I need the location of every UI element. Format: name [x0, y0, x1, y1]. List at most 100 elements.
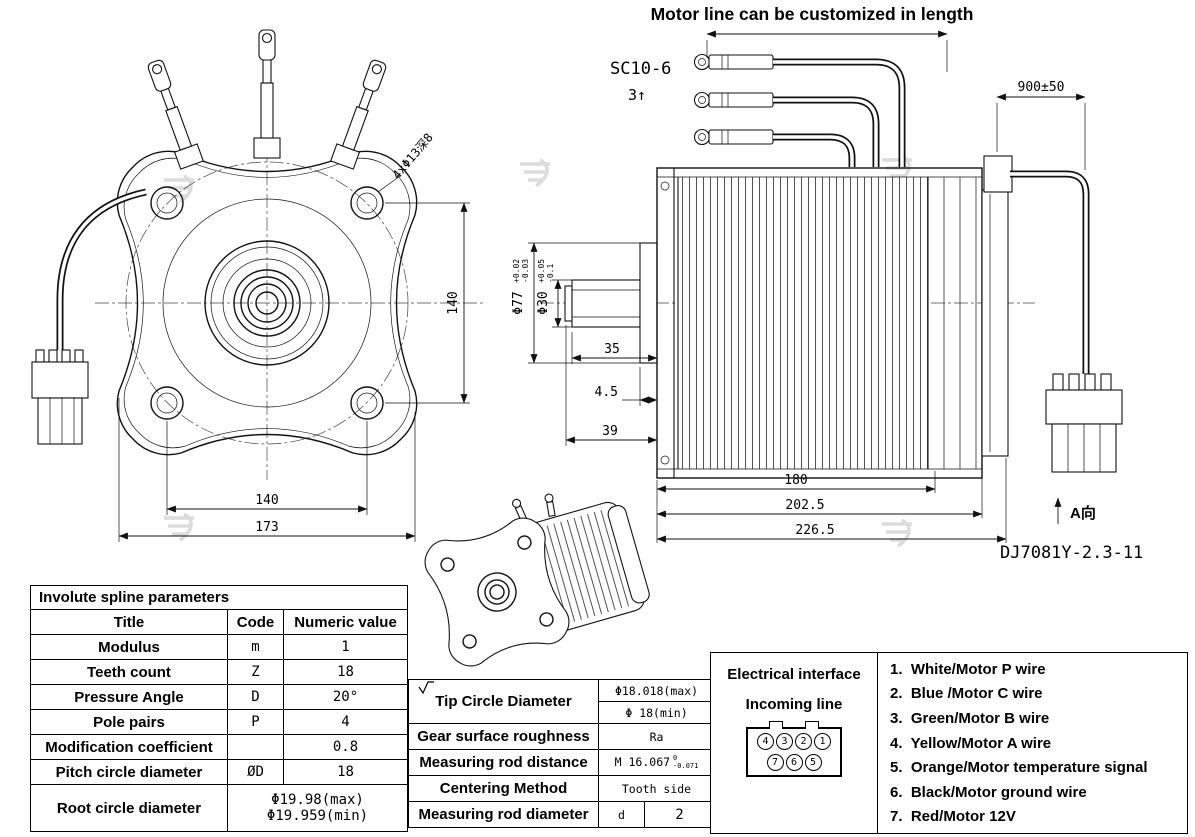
connector-pin-diagram: 4 3 2 1 7 6 5 — [746, 721, 842, 777]
roughness-code: Ra — [649, 729, 664, 744]
body-detail-lines — [657, 168, 982, 478]
rod-distance-upper-tol: 0 — [673, 754, 678, 762]
hole-note: 4xΦ13深8 — [390, 131, 436, 182]
table-row: Pressure Angle D 20° — [30, 684, 409, 710]
lug-spec-label: SC10-6 — [610, 59, 671, 79]
wire-list: 1. White/Motor P wire 2. Blue /Motor C w… — [878, 653, 1187, 833]
svg-text:900±50: 900±50 — [1018, 80, 1065, 95]
table-row: Gear surface roughness Ra — [408, 680, 715, 750]
table-row: Measuring rod diameter d 2 — [408, 801, 715, 828]
gear-measurement-table: Tip Circle Diameter Φ18.018(max) Φ 18(mi… — [408, 679, 715, 828]
table-row: Pitch circle diameter ØD 18 — [30, 759, 409, 785]
dim-39: 39 — [565, 325, 658, 446]
connector-wire-core — [1010, 172, 1088, 374]
signal-wire — [56, 188, 147, 350]
wire-item: 4. Yellow/Motor A wire — [890, 734, 1052, 752]
page-title: Motor line can be customized in length — [651, 4, 974, 24]
mounting-holes — [150, 186, 384, 420]
terminal-stud-middle — [253, 29, 281, 159]
svg-text:140: 140 — [255, 493, 278, 508]
wire-item: 1. White/Motor P wire — [890, 660, 1046, 678]
table-row: Tip Circle Diameter Φ18.018(max) — [408, 679, 715, 724]
rod-distance-value: M 16.067 — [614, 755, 671, 769]
spline-table-caption: Involute spline parameters — [29, 585, 409, 610]
dim-flange-width: 173 — [118, 398, 416, 542]
incoming-line-title: Incoming line — [745, 696, 843, 713]
pin-5: 5 — [804, 754, 822, 771]
wire-lugs — [693, 53, 774, 146]
wire-item: 5. Orange/Motor temperature signal — [890, 759, 1148, 777]
svg-text:Φ30: Φ30 — [536, 291, 551, 314]
svg-text:140: 140 — [446, 291, 461, 314]
svg-text:4.5: 4.5 — [595, 385, 618, 400]
pin-7: 7 — [766, 754, 784, 771]
connector-tabs — [748, 721, 840, 729]
wire-item: 3. Green/Motor B wire — [890, 709, 1050, 727]
svg-text:202.5: 202.5 — [785, 498, 824, 513]
wire-item: 6. Black/Motor ground wire — [890, 783, 1087, 801]
svg-text:180: 180 — [784, 473, 807, 488]
front-connector — [31, 349, 89, 445]
table-header-row: Title Code Numeric value — [30, 609, 409, 635]
iso-stud — [544, 493, 556, 518]
terminal-stud-right — [330, 59, 387, 170]
pin-4: 4 — [757, 733, 774, 750]
connector-part-number: DJ7081Y-2.3-11 — [1000, 543, 1143, 563]
view-direction-label: A向 — [1070, 504, 1096, 522]
svg-text:39: 39 — [602, 424, 618, 439]
electrical-interface-box: Electrical interface Incoming line 4 3 2… — [710, 652, 1188, 834]
col-header-title: Title — [30, 609, 228, 635]
svg-text:226.5: 226.5 — [795, 523, 834, 538]
dim-180: 180 — [656, 471, 936, 493]
col-header-value: Numeric value — [282, 609, 409, 635]
pin-6: 6 — [785, 754, 803, 771]
table-caption-row: Involute spline parameters — [29, 585, 409, 610]
dim-wire-length: 900±50 — [996, 80, 1086, 170]
svg-text:35: 35 — [604, 342, 620, 357]
dim-35: 35 — [571, 332, 658, 364]
dim-motor-line — [706, 30, 948, 72]
lug-count-label: 3↑ — [628, 86, 646, 104]
root-diameter-max: Φ19.98(max) — [271, 792, 364, 808]
dim-front-height: 140 — [385, 202, 470, 404]
wire-item: 2. Blue /Motor C wire — [890, 685, 1043, 703]
root-diameter-min: Φ19.959(min) — [266, 808, 369, 824]
table-row: Pole pairs P 4 — [30, 709, 409, 735]
dim-226-5: 226.5 — [656, 458, 1007, 543]
dim-phi30: Φ30 +0.05 -0.1 — [536, 259, 572, 328]
isometric-view — [424, 493, 650, 667]
table-row: Modulus m 1 — [30, 634, 409, 660]
shaft — [564, 242, 658, 364]
pin-3: 3 — [776, 733, 793, 750]
connector-wire — [1010, 170, 1090, 374]
front-view: 4xΦ13深8 — [31, 29, 485, 542]
dim-4-5: 4.5 — [595, 367, 658, 406]
table-row: Teeth count Z 18 — [30, 659, 409, 685]
table-row: Modification coefficient 0.8 — [30, 734, 409, 760]
hub-rings — [204, 240, 330, 366]
pin-2: 2 — [795, 733, 812, 750]
electrical-interface-title: Electrical interface — [727, 666, 861, 683]
dim-202-5: 202.5 — [656, 458, 983, 518]
table-row: Centering Method Tooth side — [408, 775, 715, 802]
spline-parameters-table: Involute spline parameters Title Code Nu… — [29, 585, 409, 832]
watermark-logo — [520, 158, 550, 188]
dim-hole-pitch: 140 — [166, 421, 368, 515]
dj-connector — [1045, 373, 1123, 473]
dim-phi77: Φ77 +0.02 -0.03 — [511, 242, 640, 364]
electrical-interface-left: Electrical interface Incoming line 4 3 2… — [711, 653, 878, 833]
iso-flange — [424, 517, 570, 667]
pin-1: 1 — [814, 733, 831, 750]
svg-text:Φ77: Φ77 — [511, 291, 526, 314]
end-cap — [981, 189, 1009, 457]
wire-item: 7. Red/Motor 12V — [890, 808, 1016, 826]
cable-gland — [983, 155, 1013, 193]
pin-row-top: 4 3 2 1 — [757, 733, 831, 750]
signal-wire-core — [58, 190, 147, 350]
table-row: Root circle diameter Φ19.98(max) Φ19.959… — [30, 784, 409, 832]
terminal-stud-left — [147, 59, 204, 170]
svg-text:+0.02: +0.02 — [512, 259, 521, 283]
